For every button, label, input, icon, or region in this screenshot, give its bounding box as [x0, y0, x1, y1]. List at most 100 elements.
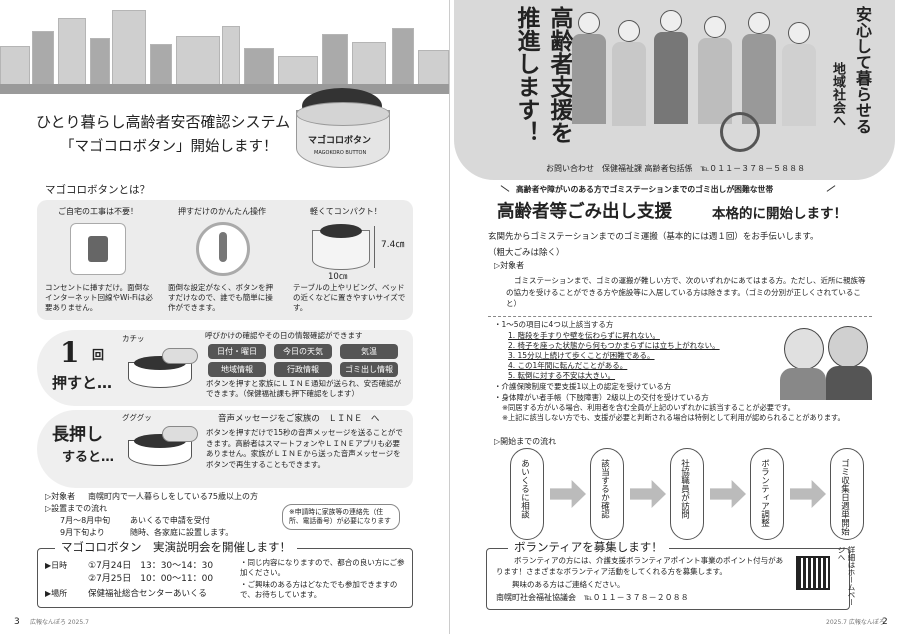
flow-arrow-4 — [790, 480, 826, 508]
target-text: 南幌町内で一人暮らしをしている75歳以上の方 — [88, 492, 258, 501]
volunteer-text-1: ボランティアの方には、介護支援ボランティアポイント事業のポイント付与があります！… — [496, 556, 784, 576]
city-skyline-illustration — [0, 8, 449, 86]
volunteer-text-2: 興味のある方はご連絡ください。 — [512, 580, 625, 589]
qr-label: 詳細はホームページへ — [837, 546, 856, 606]
main-title: 高齢者等ごみ出し支援 — [497, 202, 672, 222]
volunteer-contact: 南幌町社会福祉協議会 ℡０１１－３７８－２０８８ — [496, 593, 689, 602]
long-label1: 長押し — [52, 425, 103, 445]
flow-arrow-2 — [630, 480, 666, 508]
left-page-number: 3 — [14, 617, 20, 627]
flow-step-5: ゴミ収集日週単開始 — [830, 448, 864, 540]
feature-3-text: テーブルの上やリビング、ベッドの近くなどに置きやすいサイズです。 — [293, 283, 406, 313]
once-unit: 回 — [92, 348, 105, 362]
session-place: 保健福祉総合センターあいくる — [88, 589, 207, 599]
info-pill-weather: 今日の天気 — [274, 344, 332, 359]
left-footer: 広報なんぽろ 2025.7 — [30, 619, 89, 626]
button-press-illustration — [124, 348, 198, 392]
title-line2: 「マゴコロボタン」開始します！ — [60, 139, 278, 155]
criteria-2: 2. 椅子を座った状態から何もつかまらずには立ち上がれない。 — [508, 341, 720, 350]
feature-1-heading: ご自宅の工事は不要！ — [58, 207, 138, 216]
feature-2-heading: 押すだけのかんたん操作 — [178, 207, 266, 216]
note-2: ※上記に該当しない方でも、支援が必要と判断される場合は特例として利用が認められる… — [502, 413, 845, 422]
flow-step-3: 社協職員が訪問 — [670, 448, 704, 540]
right-page-number: 2 — [882, 617, 888, 627]
title-line1: ひとり暮らし高齢者安否確認システム — [36, 113, 291, 131]
line-text: ボタンを押すだけで15秒の音声メッセージを送ることができます。高齢者はスマートフ… — [206, 428, 403, 469]
flow-row1-what: あいくるで申請を受付 — [130, 516, 210, 525]
target-text-r: ゴミステーションまで、ゴミの運搬が難しい方で、次のいずれかにあてはまる方。ただし… — [506, 276, 866, 309]
wheelchair-icon — [720, 112, 760, 152]
session-note-1: ・同じ内容になりますので、都合の良い方にご参加ください。 — [240, 558, 405, 578]
line-heading: 音声メッセージをご家族の ＬＩＮＥ へ — [218, 414, 380, 424]
place-label: ▶場所 — [45, 589, 68, 598]
criteria-5: 5. 転倒に対する不安は大きい。 — [508, 371, 616, 380]
long-label2: すると… — [62, 450, 115, 465]
community-people-illustration — [570, 8, 820, 156]
feature-2-text: 面倒な設定がなく、ボタンを押すだけなので、誰でも簡単に操作ができます。 — [168, 283, 273, 313]
right-page: 高齢者支援を推進します！ 安心して暮らせる 地域社会へ お問い合わせ 保健福祉課… — [449, 0, 898, 634]
what-heading: マゴコロボタンとは？ — [45, 184, 150, 196]
info-pill-garbage: ゴミ出し情報 — [340, 362, 398, 377]
target-label-r: ▷対象者 — [494, 261, 525, 270]
criteria-3: 3. 15分以上続けて歩くことが困難である。 — [508, 351, 655, 360]
section-divider — [488, 316, 872, 317]
button-brand-sub: MAGOKORO BUTTON — [314, 150, 367, 156]
info-pill-admin: 行政情報 — [274, 362, 332, 377]
condition-1: ・1～5の項目に4つ以上該当する方 — [494, 320, 614, 329]
feature-3-heading: 軽くてコンパクト！ — [310, 207, 382, 216]
skyline-ground — [0, 84, 449, 94]
flow-row2-when: 9月下旬より — [60, 528, 105, 537]
date-label: ▶日時 — [45, 561, 68, 570]
flow-step-4: ボランティア調整 — [750, 448, 784, 540]
flow-step-2: 該当するか確認 — [590, 448, 624, 540]
flow-steps: あいくるに相談 該当するか確認 社協職員が訪問 ボランティア調整 ゴミ収集日週単… — [488, 444, 872, 548]
condition-3: ・身体障がい者手帳（下肢障害）2級以上の交付を受けている方 — [494, 393, 709, 402]
banner-title: 高齢者支援を推進します！ — [513, 6, 573, 144]
criteria-4: 4. この1年間に転んだことがある。 — [508, 361, 628, 370]
flow-label: ▷設置までの流れ — [45, 504, 108, 513]
right-footer: 2025.7 広報なんぽろ — [826, 619, 885, 626]
left-page: ひとり暮らし高齢者安否確認システム 「マゴコロボタン」開始します！ マゴコロボタ… — [0, 8, 449, 627]
contact-line: お問い合わせ 保健福祉課 高齢者包括係 ℡０１１－３７８－５８８８ — [546, 164, 806, 173]
once-label: 押すと… — [52, 374, 113, 392]
flow-row1-when: 7月～8月中旬 — [60, 516, 111, 525]
long-sfx: グググッ — [122, 413, 152, 422]
banner-sub2: 地域社会へ — [830, 62, 845, 127]
flow-step-1: あいくるに相談 — [510, 448, 544, 540]
criteria-1: 1. 階段を手すりや壁を伝わらずに昇れない。 — [508, 331, 660, 340]
volunteer-title: ボランティアを募集します！ — [508, 540, 669, 555]
application-note: ※申請時に家族等の連絡先（住所、電話番号）が必要になります — [282, 504, 400, 531]
flow-label-r: ▷開始までの流れ — [494, 437, 557, 446]
condition-2: ・介護保険制度で要支援1以上の認定を受けている方 — [494, 382, 672, 391]
main-title-2: 本格的に開始します！ — [712, 206, 847, 222]
flow-arrow-3 — [710, 480, 746, 508]
flow-row2-what: 随時、各家庭に設置します。 — [130, 528, 234, 537]
magokoro-button-image: マゴコロボタン MAGOKORO BUTTON — [292, 88, 400, 184]
session-title: マゴコロボタン 実演説明会を開催します！ — [55, 540, 297, 555]
info-heading: 呼びかけの確認やその日の情報確認ができます — [205, 331, 363, 340]
elderly-couple-illustration — [778, 322, 874, 400]
long-press-panel — [37, 410, 413, 488]
banner-sub1: 安心して暮らせる — [853, 6, 872, 134]
session-date-2: ②7月25日 10：00～11：00 — [88, 574, 214, 584]
target-label: ▷対象者 — [45, 492, 76, 501]
info-pill-temperature: 気温 — [340, 344, 398, 359]
session-date-1: ①7月24日 13：30～14：30 — [88, 561, 214, 571]
size-height: 7.4㎝ — [381, 240, 405, 250]
button-brand-label: マゴコロボタン — [308, 136, 372, 146]
once-sfx: カチッ — [122, 334, 145, 343]
size-width: 10㎝ — [328, 272, 348, 282]
feature-1-text: コンセントに挿すだけ。面倒なインターネット回線やWi-Fiは必要ありません。 — [45, 283, 153, 313]
note-1: ※同居する方がいる場合、利用者を含む全員が上記のいずれかに該当することが必要です… — [502, 403, 795, 412]
tagline: 高齢者や障がいのある方でゴミステーションまでのゴミ出しが困難な世帯 — [516, 185, 774, 194]
qr-code-icon — [796, 556, 830, 590]
flow-arrow-1 — [550, 480, 586, 508]
session-note-2: ・ご興味のある方はどなたでも参加できますので、お待ちしています。 — [240, 580, 398, 600]
intro: 玄関先からゴミステーションまでのゴミ運搬（基本的には週１回）をお手伝いします。 — [488, 232, 819, 242]
button-long-press-illustration — [124, 426, 198, 470]
once-number: 1 — [60, 336, 80, 369]
info-text: ボタンを押すと家族にＬＩＮＥ通知が送られ、安否確認ができます。（保健福祉課も押下… — [206, 379, 402, 399]
intro2: （粗大ごみは除く） — [488, 248, 565, 258]
info-pill-date: 日付・曜日 — [208, 344, 266, 359]
info-pill-local: 地域情報 — [208, 362, 266, 377]
